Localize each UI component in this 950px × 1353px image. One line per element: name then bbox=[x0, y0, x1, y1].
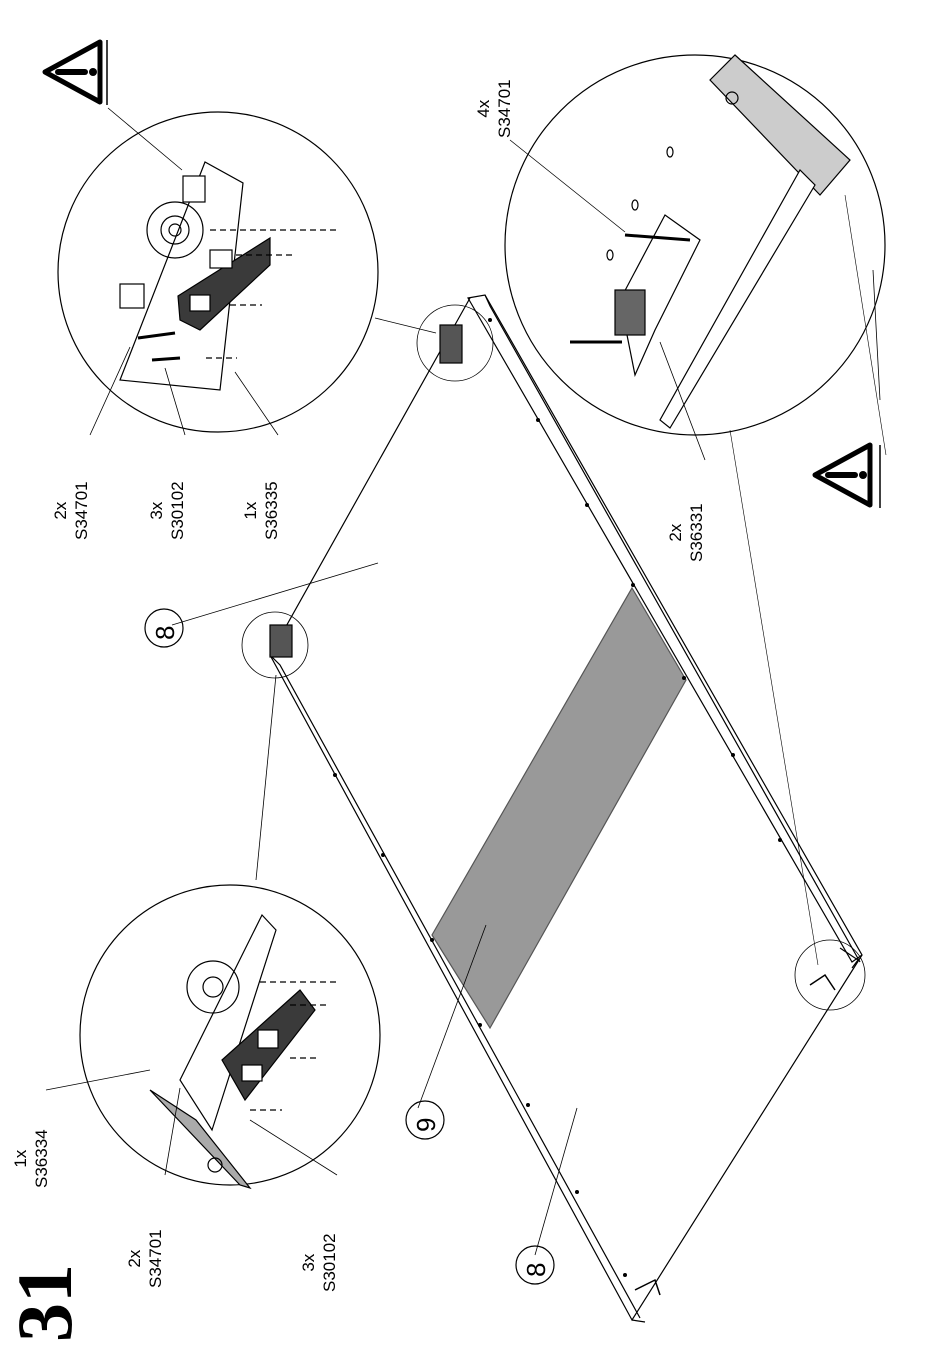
detail-circle-top-left bbox=[58, 112, 378, 432]
part-number-top: 8 bbox=[150, 626, 181, 640]
part-number-strip: 9 bbox=[411, 1118, 442, 1132]
callout-qty: 1x bbox=[240, 481, 261, 540]
callout-qty: 3x bbox=[146, 481, 167, 540]
detail-circle-right bbox=[505, 55, 885, 435]
callout-code: S34701 bbox=[145, 1229, 166, 1288]
callout-code: S30102 bbox=[167, 481, 188, 540]
callout-code: S34701 bbox=[71, 481, 92, 540]
warning-icon bbox=[815, 445, 880, 508]
callout-top-left-3: 1x S36335 bbox=[240, 481, 282, 540]
callout-qty: 4x bbox=[473, 79, 494, 138]
warning-icon bbox=[45, 40, 107, 105]
panel-assembly bbox=[242, 295, 865, 1322]
callout-qty: 3x bbox=[298, 1233, 319, 1292]
callout-qty: 2x bbox=[50, 481, 71, 540]
detail-circle-bottom-left bbox=[80, 885, 380, 1188]
callout-code: S36335 bbox=[261, 481, 282, 540]
part-number-bottom: 8 bbox=[521, 1263, 552, 1277]
callout-code: S36334 bbox=[31, 1129, 52, 1188]
callout-top-left-2: 3x S30102 bbox=[146, 481, 188, 540]
callout-top-right-2: 2x S36331 bbox=[665, 503, 707, 562]
callout-top-right-1: 4x S34701 bbox=[473, 79, 515, 138]
callout-top-left-1: 2x S34701 bbox=[50, 481, 92, 540]
callout-code: S36331 bbox=[686, 503, 707, 562]
step-number: 31 bbox=[6, 1264, 84, 1342]
callout-qty: 2x bbox=[124, 1229, 145, 1288]
callout-code: S34701 bbox=[494, 79, 515, 138]
callout-qty: 1x bbox=[10, 1129, 31, 1188]
panel-strip bbox=[432, 588, 686, 1028]
callout-bottom-left-1: 1x S36334 bbox=[10, 1129, 52, 1188]
callout-qty: 2x bbox=[665, 503, 686, 562]
callout-code: S30102 bbox=[319, 1233, 340, 1292]
callout-bottom-left-3: 3x S30102 bbox=[298, 1233, 340, 1292]
callout-bottom-left-2: 2x S34701 bbox=[124, 1229, 166, 1288]
